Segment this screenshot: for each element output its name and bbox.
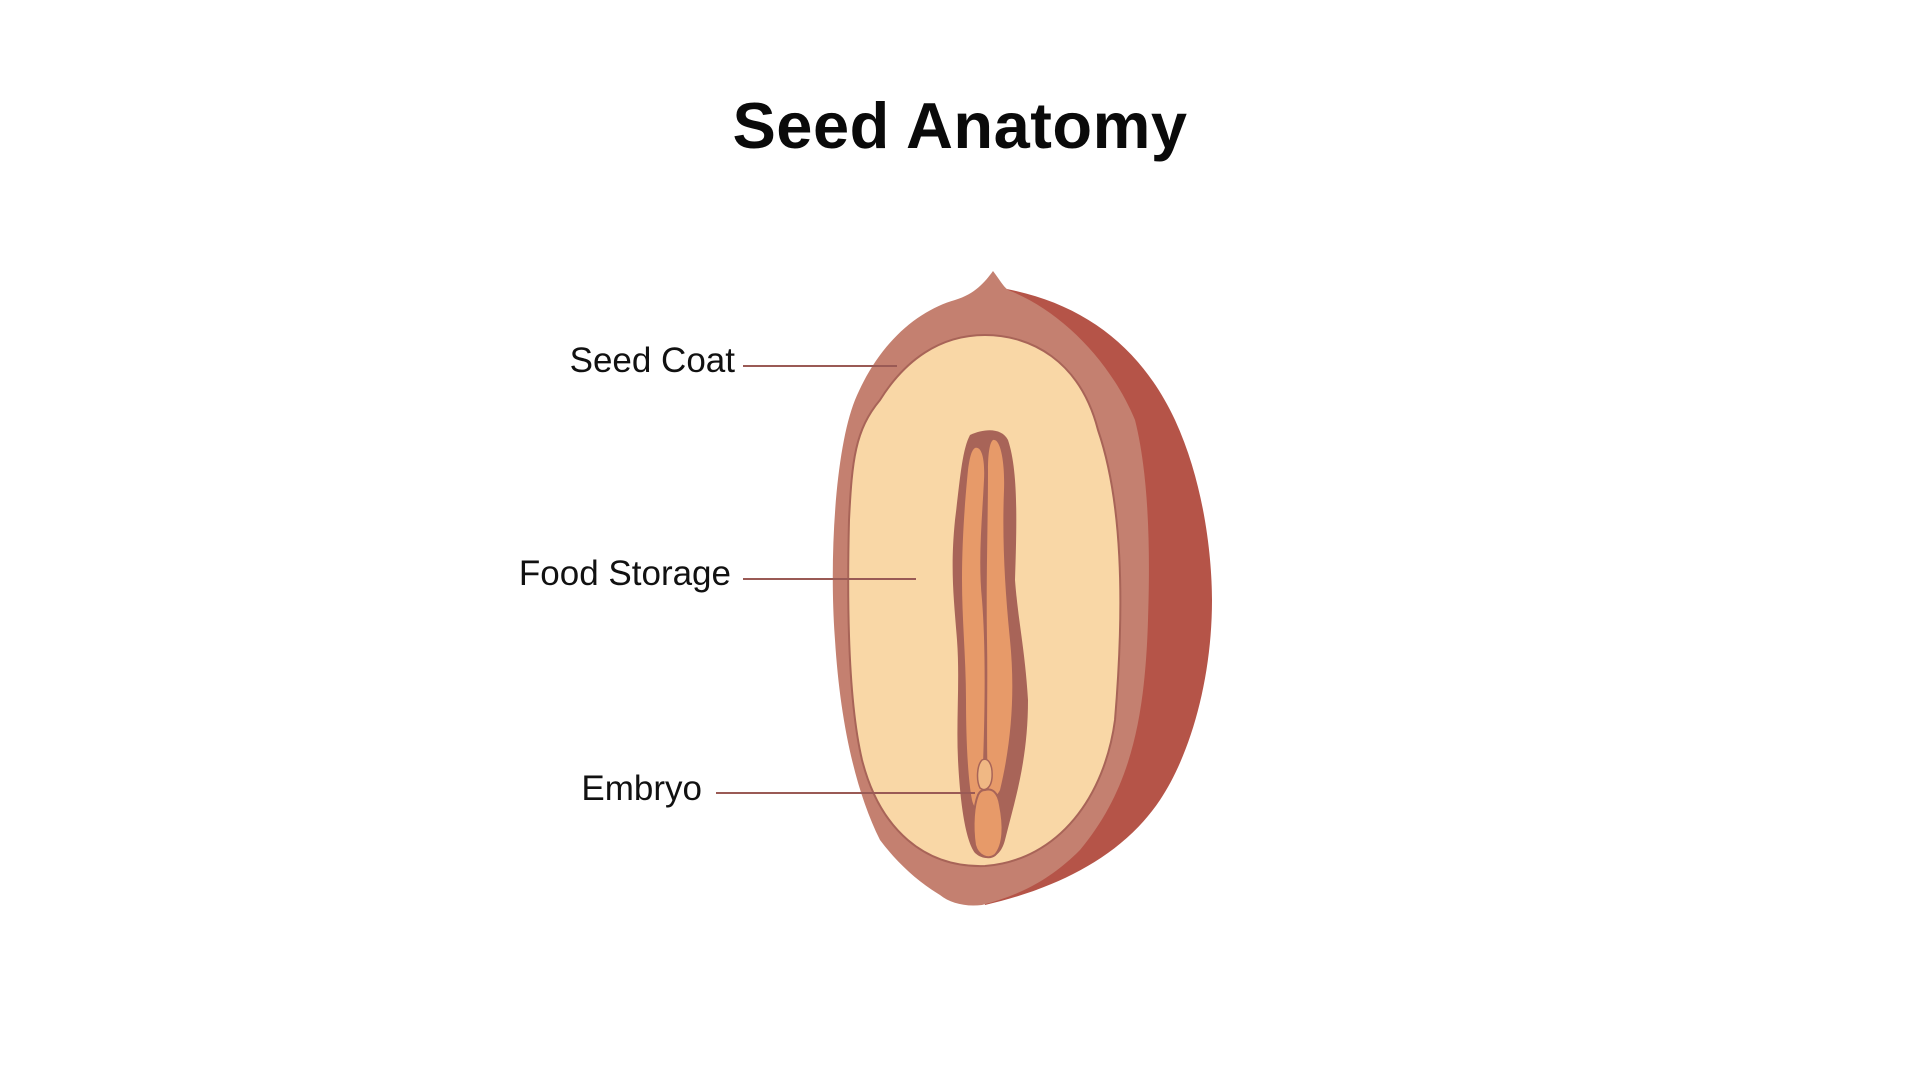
page-title: Seed Anatomy bbox=[732, 89, 1188, 162]
embryo-root-tip bbox=[972, 788, 1004, 859]
embryo-right-cotyledon bbox=[986, 439, 1013, 797]
seed-coat-label: Seed Coat bbox=[570, 341, 736, 380]
embryo-shoot-bud bbox=[976, 758, 993, 791]
embryo-label: Embryo bbox=[581, 769, 702, 808]
embryo-left-cotyledon bbox=[962, 447, 985, 808]
food-storage-label: Food Storage bbox=[519, 554, 731, 593]
